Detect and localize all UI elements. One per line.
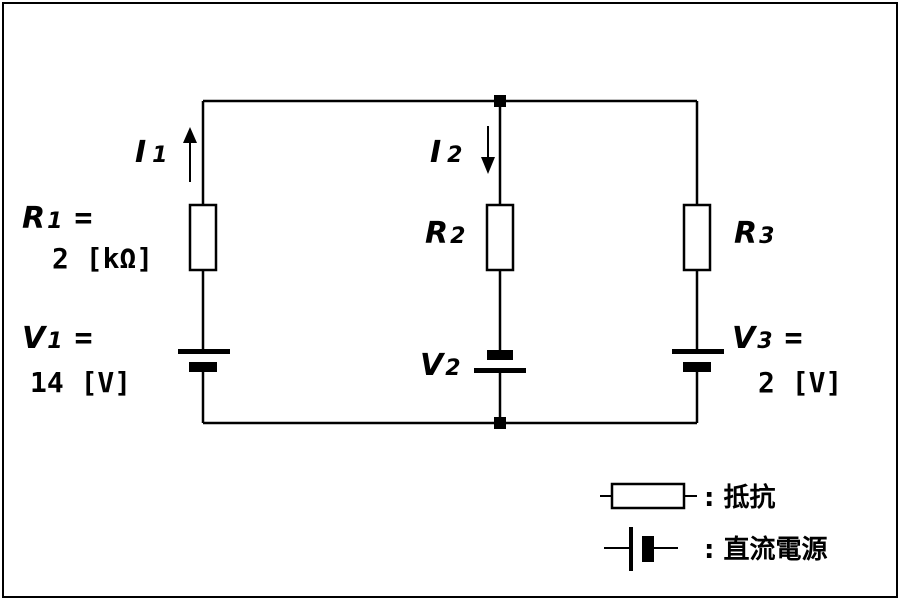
source-v1-value: 14 [V] [30, 366, 131, 399]
resistor-r2 [485, 203, 515, 272]
legend: : 抵抗 : 直流電源 [600, 482, 827, 571]
source-v3-long-plate [672, 349, 724, 354]
resistor-r1-value: 2 [kΩ] [52, 242, 153, 275]
current-arrow-i2 [481, 126, 495, 174]
legend-dc-source-label: : 直流電源 [704, 535, 827, 565]
junction-node-top [494, 95, 506, 107]
resistor-r3 [682, 203, 712, 272]
resistor-r1 [188, 203, 218, 272]
source-v2-label: V2 [420, 348, 461, 383]
dc-source-v1 [178, 349, 230, 372]
source-v2-long-plate [474, 368, 526, 373]
source-v2-short-plate [487, 350, 513, 360]
source-v3-label: V3= [732, 321, 803, 356]
source-v1-short-plate [189, 362, 217, 372]
legend-dc-source-symbol [604, 527, 678, 571]
source-v3-short-plate [683, 362, 711, 372]
legend-resistor-label: : 抵抗 [704, 482, 775, 513]
source-v1-long-plate [178, 349, 230, 354]
source-v3-value: 2 [V] [758, 366, 842, 399]
dc-source-v2 [474, 350, 526, 373]
source-v1-label: V1= [22, 321, 93, 356]
circuit-wires [201, 99, 699, 425]
resistor-r3-label: R3 [734, 216, 774, 251]
dc-source-v3 [672, 349, 724, 372]
resistor-r1-label: R1= [22, 201, 92, 236]
current-arrow-i1 [183, 127, 197, 182]
resistor-r2-label: R2 [425, 216, 465, 251]
legend-resistor-symbol [600, 482, 697, 510]
junction-node-bottom [494, 417, 506, 429]
